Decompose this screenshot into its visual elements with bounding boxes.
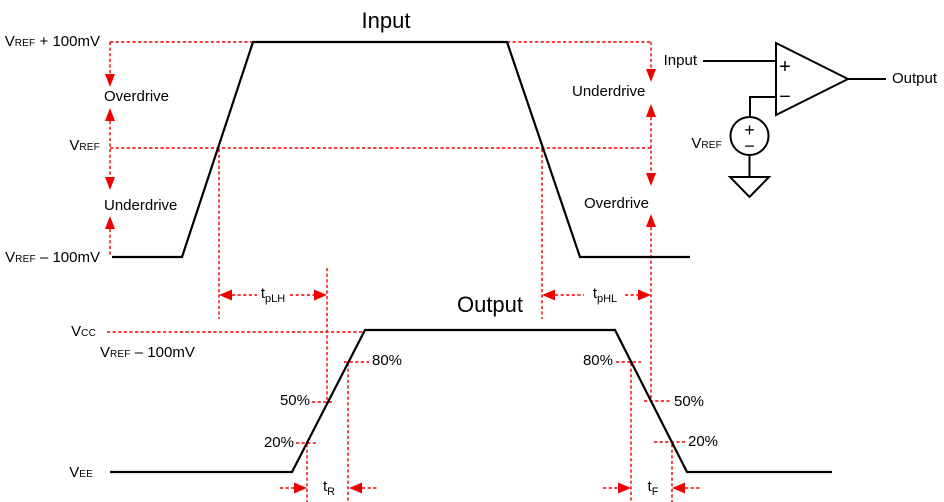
tf-label: tF bbox=[647, 478, 659, 499]
annotation-overdrive-left: Overdrive bbox=[104, 88, 170, 105]
tplh-arrowheads bbox=[219, 289, 327, 301]
tplh-label: tpLH bbox=[260, 285, 286, 306]
level-label-vee: VEE bbox=[69, 464, 93, 481]
threshold-80-rising: 80% bbox=[372, 352, 403, 369]
threshold-50-rising: 50% bbox=[279, 392, 310, 409]
ground-icon bbox=[727, 176, 772, 199]
tphl-label: tpHL bbox=[592, 285, 618, 306]
source-minus-symbol: − bbox=[744, 136, 755, 156]
annotation-overdrive-right: Overdrive bbox=[584, 195, 650, 212]
level-label-vref-minus-100mv: VREF – 100mV bbox=[5, 249, 100, 266]
level-label-vref: VREF bbox=[69, 137, 100, 154]
level-label-output-vref-minus-100mv: VREF – 100mV bbox=[100, 344, 195, 361]
level-label-vref-plus-100mv: VREF + 100mV bbox=[4, 33, 100, 50]
inverting-minus-symbol: − bbox=[779, 86, 791, 108]
output-section-title: Output bbox=[456, 292, 524, 317]
comparator-triangle bbox=[775, 41, 851, 117]
inverting-input-wire bbox=[749, 96, 776, 117]
threshold-50-falling: 50% bbox=[674, 393, 705, 410]
tr-label: tR bbox=[322, 478, 336, 499]
circuit-vref-label: VREF bbox=[691, 135, 722, 152]
level-label-vcc: VCC bbox=[71, 323, 96, 340]
circuit-output-label: Output bbox=[892, 70, 938, 87]
threshold-80-falling: 80% bbox=[582, 352, 613, 369]
threshold-20-rising: 20% bbox=[263, 434, 294, 451]
tphl-arrowheads bbox=[542, 289, 651, 301]
threshold-20-falling: 20% bbox=[688, 433, 719, 450]
annotation-underdrive-right: Underdrive bbox=[572, 83, 646, 100]
comparator-circuit bbox=[703, 41, 886, 199]
annotation-underdrive-left: Underdrive bbox=[104, 197, 178, 214]
output-waveform bbox=[110, 328, 832, 474]
noninverting-plus-symbol: + bbox=[779, 56, 791, 78]
input-waveform bbox=[112, 40, 690, 259]
source-plus-symbol: + bbox=[744, 120, 755, 140]
circuit-input-label: Input bbox=[663, 52, 697, 69]
input-section-title: Input bbox=[361, 8, 411, 33]
